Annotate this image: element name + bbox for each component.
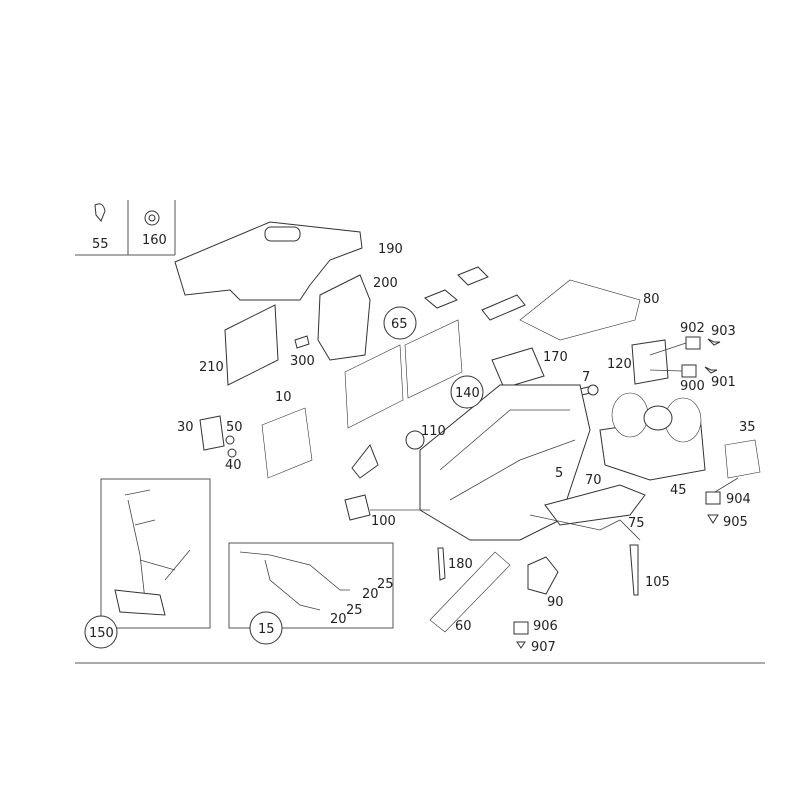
label-7[interactable]: 7	[582, 370, 590, 385]
clip-300	[294, 335, 310, 349]
label-40[interactable]: 40	[225, 458, 242, 473]
small-parts-box	[75, 200, 176, 256]
label-120[interactable]: 120	[607, 357, 632, 372]
label-300[interactable]: 300	[290, 354, 315, 369]
insulation-210	[224, 304, 279, 386]
label-45[interactable]: 45	[670, 483, 687, 498]
control-unit-120	[631, 339, 669, 385]
label-35[interactable]: 35	[739, 420, 756, 435]
insulation-200	[317, 274, 371, 361]
label-903[interactable]: 903	[711, 324, 736, 339]
label-905[interactable]: 905	[723, 515, 748, 530]
part-labels: 55 160 190 200 65 80 210 300 902 903 120…	[89, 233, 756, 655]
flap-140	[351, 444, 379, 479]
label-65[interactable]: 65	[391, 317, 408, 332]
label-140[interactable]: 140	[455, 386, 480, 401]
label-70[interactable]: 70	[585, 473, 602, 488]
part-110	[405, 430, 425, 450]
label-55[interactable]: 55	[92, 237, 109, 252]
label-30[interactable]: 30	[177, 420, 194, 435]
label-210[interactable]: 210	[199, 360, 224, 375]
label-901[interactable]: 901	[711, 375, 736, 390]
label-190[interactable]: 190	[378, 242, 403, 257]
label-80[interactable]: 80	[643, 292, 660, 307]
gasket-170	[491, 347, 545, 389]
sensor-105	[629, 544, 639, 596]
label-90[interactable]: 90	[547, 595, 564, 610]
label-50[interactable]: 50	[226, 420, 243, 435]
evaporator-10	[261, 407, 313, 479]
filter-left	[344, 344, 404, 429]
label-20-lower[interactable]: 20	[330, 612, 347, 627]
label-904[interactable]: 904	[726, 492, 751, 507]
box-15	[228, 542, 394, 629]
filter-right	[404, 319, 463, 399]
label-900[interactable]: 900	[680, 379, 705, 394]
label-200[interactable]: 200	[373, 276, 398, 291]
label-10[interactable]: 10	[275, 390, 292, 405]
resistor-35	[724, 439, 761, 479]
expansion-valve-30	[199, 415, 225, 451]
sensor-100	[344, 494, 371, 521]
label-902[interactable]: 902	[680, 321, 705, 336]
actuator-90	[527, 556, 559, 595]
label-100[interactable]: 100	[371, 514, 396, 529]
label-160[interactable]: 160	[142, 233, 167, 248]
label-15[interactable]: 15	[258, 622, 275, 637]
clip-55-icon	[94, 203, 106, 222]
box-150	[100, 478, 211, 629]
label-170[interactable]: 170	[543, 350, 568, 365]
insulation-mat-190	[174, 221, 363, 301]
sensor-180	[437, 547, 446, 581]
label-150[interactable]: 150	[89, 626, 114, 641]
callout-circles	[84, 306, 484, 649]
label-20-upper[interactable]: 20	[362, 587, 379, 602]
label-5[interactable]: 5	[555, 466, 563, 481]
label-60[interactable]: 60	[455, 619, 472, 634]
label-906[interactable]: 906	[533, 619, 558, 634]
cover-80	[519, 279, 641, 341]
heater-core-60	[429, 551, 511, 633]
label-180[interactable]: 180	[448, 557, 473, 572]
label-110[interactable]: 110	[421, 424, 446, 439]
label-105[interactable]: 105	[645, 575, 670, 590]
label-75[interactable]: 75	[628, 516, 645, 531]
label-907[interactable]: 907	[531, 640, 556, 655]
label-25-lower[interactable]: 25	[346, 603, 363, 618]
panel-70	[544, 484, 646, 526]
label-25-upper[interactable]: 25	[377, 577, 394, 592]
